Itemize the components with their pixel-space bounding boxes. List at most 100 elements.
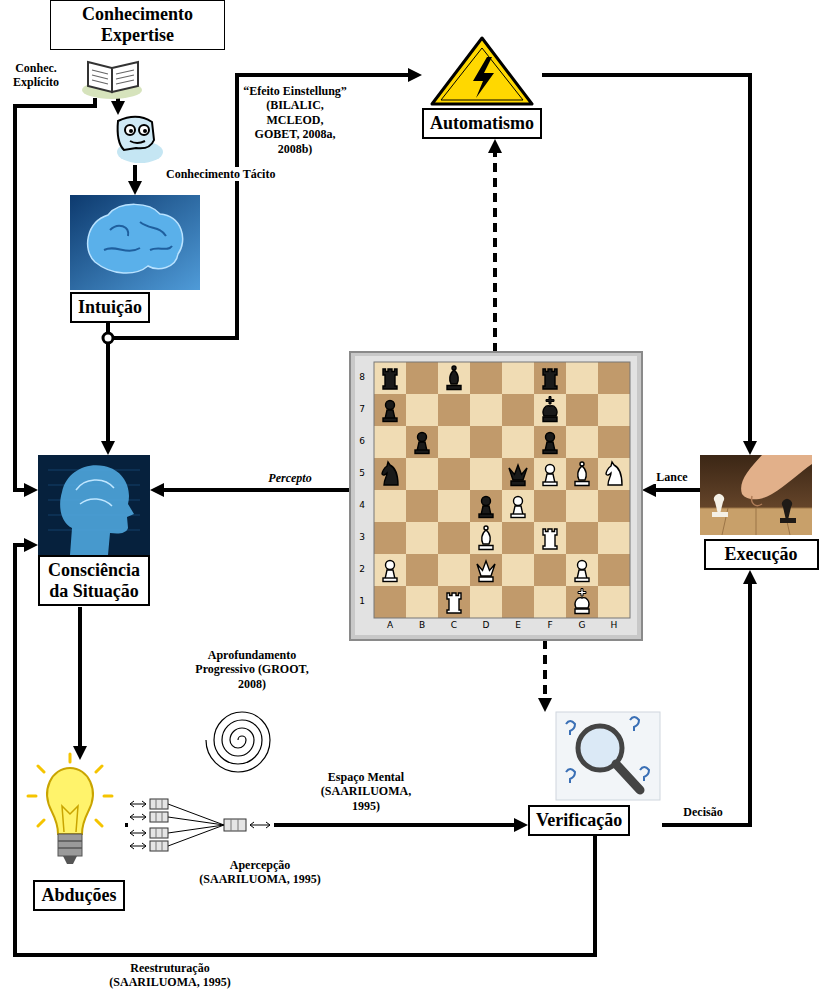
hand-moving-piece-photo [752, 496, 762, 506]
arrowhead [101, 441, 115, 455]
intuition-node: Intuição [70, 195, 200, 323]
hand-moving-piece-photo [714, 494, 724, 514]
board-coordinate: 2 [356, 564, 368, 575]
arrowhead [538, 698, 552, 712]
node-label: Abduções [33, 880, 124, 911]
chess-board-picture [479, 497, 493, 518]
chess-board-picture [350, 352, 642, 640]
warning-triangle [473, 57, 494, 98]
mental-space-graphic [150, 828, 168, 838]
brain-picture [70, 195, 200, 290]
mental-space-graphic [130, 830, 146, 836]
connector [73, 607, 87, 760]
chess-board-picture [575, 462, 589, 486]
box-text: Conhecimento Expertise [57, 4, 218, 45]
mental-space-graphic [156, 799, 238, 851]
edge-label: Lance [644, 470, 700, 484]
connector [642, 483, 700, 497]
edge-label: Decisão [667, 805, 739, 819]
connector [111, 98, 125, 115]
chess-board-picture [447, 593, 461, 613]
connector-line [662, 582, 750, 825]
magnifier-picture [556, 712, 660, 800]
connector-line [654, 488, 700, 492]
mental-space-graphic [224, 819, 246, 831]
person-icon-node: Conhecimento Tácito [112, 115, 162, 165]
junction-circle [103, 333, 113, 343]
arrowhead [514, 818, 528, 832]
chess-board-picture [382, 366, 557, 518]
annotation-label: Espaço Mental (SAARILUOMA, 1995) [310, 770, 422, 813]
connector [488, 139, 502, 352]
node-label: Intuição [70, 292, 150, 323]
board-coordinate: D [480, 620, 492, 631]
brain-picture [88, 204, 183, 273]
mental-space-graphic [130, 843, 146, 849]
chess-board-picture [511, 497, 525, 518]
book-icon [92, 70, 134, 84]
node-label: Conhecimento Tácito [164, 167, 277, 181]
arrowhead [642, 483, 656, 497]
brain-picture [104, 222, 172, 251]
magnifier-picture [616, 764, 640, 790]
verification-node: Verificação [528, 712, 662, 836]
arrowhead [743, 570, 757, 584]
execution-node: Execução [700, 455, 822, 570]
mental-space-graphic [150, 799, 168, 809]
hand-moving-piece-photo [780, 518, 796, 523]
annotation-label: Apercepção (SAARILUOMA, 1995) [185, 858, 335, 887]
connector-line [162, 488, 350, 492]
edge-label: Reestruturação (SAARILUOMA, 1995) [95, 961, 245, 990]
board-coordinate: 3 [356, 532, 368, 543]
head-picture [38, 455, 150, 555]
light-bulb [58, 834, 82, 856]
chess-board-picture [575, 561, 589, 582]
hand-moving-piece-photo [741, 455, 812, 499]
magnifier-picture [566, 717, 649, 783]
chess-board-picture [415, 433, 429, 454]
board-coordinate: B [416, 620, 428, 631]
light-bulb [28, 754, 112, 864]
chess-board-picture [382, 462, 398, 485]
mental-space-graphic [250, 822, 270, 828]
automatism-node: Automatismo [422, 35, 542, 139]
edge-label: “Efeito Einstellung” (BILALIC, MCLEOD, G… [243, 84, 347, 156]
chess-board-picture [543, 369, 557, 389]
arrowhead [111, 101, 125, 115]
light-bulb [62, 806, 78, 832]
light-bulb [58, 841, 82, 848]
chess-board-picture [606, 462, 622, 485]
warning-triangle [441, 48, 523, 100]
chess-board-picture [543, 433, 557, 454]
situation-awareness-node: Consciência da Situação [38, 455, 150, 607]
arrowhead [150, 483, 164, 497]
chess-board-picture [543, 397, 557, 422]
warning-triangle [432, 38, 532, 104]
board-coordinate: F [544, 620, 556, 631]
hand-moving-piece-photo [782, 499, 792, 520]
connector [662, 570, 757, 825]
arrowhead [743, 441, 757, 455]
board-coordinate: 8 [356, 372, 368, 383]
chess-board-picture [350, 352, 642, 640]
book-icon [82, 62, 142, 99]
mental-space-graphic [130, 814, 146, 820]
connector-line [133, 165, 137, 183]
node-label: Conhec. Explícito [3, 61, 69, 90]
light-bulb [47, 768, 93, 834]
chess-board-picture [383, 462, 622, 614]
mental-space-graphic [150, 812, 168, 822]
chess-board-picture [509, 465, 527, 486]
board-coordinate: 1 [356, 596, 368, 607]
board-coordinate: 4 [356, 500, 368, 511]
connector [538, 640, 552, 712]
mental-space-graphic [150, 799, 246, 851]
board-coordinate: A [384, 620, 396, 631]
board-coordinate: E [512, 620, 524, 631]
abduction-node: Abduções [33, 760, 125, 911]
knowledge-box: Conhecimento Expertise [50, 0, 225, 50]
person-icon [117, 117, 163, 163]
arrowhead [24, 483, 38, 497]
arrowhead [128, 181, 142, 195]
